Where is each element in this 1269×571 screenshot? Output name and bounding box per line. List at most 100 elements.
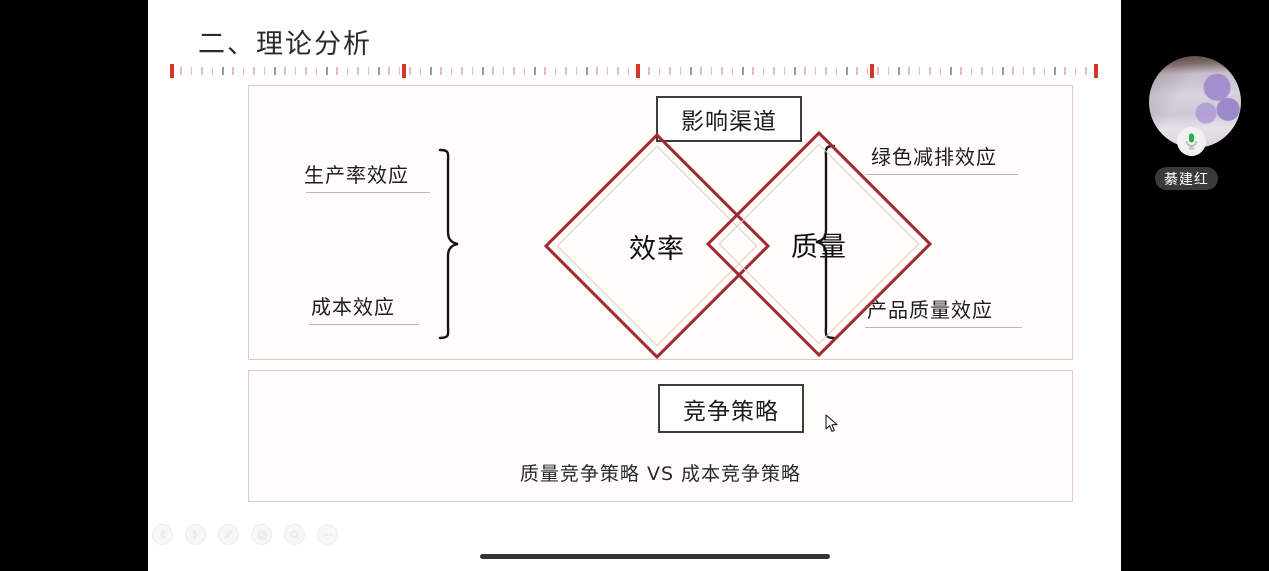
ruler-major-tick — [636, 64, 640, 78]
ruler-tick — [918, 67, 921, 75]
ruler-tick — [523, 67, 526, 75]
ruler-tick — [471, 67, 474, 75]
ruler-tick — [710, 67, 713, 75]
effect-productivity-label: 生产率效应 — [304, 163, 409, 187]
ruler-tick — [1022, 67, 1025, 75]
ruler-tick — [991, 67, 994, 75]
ruler-tick — [950, 67, 952, 75]
ruler-tick — [180, 67, 182, 75]
zoom-search-icon[interactable] — [284, 524, 305, 545]
ruler-tick — [253, 67, 255, 75]
ruler-tick — [814, 67, 817, 75]
ruler-tick — [731, 67, 734, 75]
ruler-tick — [1074, 67, 1077, 75]
ruler-tick — [336, 67, 338, 75]
ruler-tick — [211, 67, 214, 75]
previous-page-icon[interactable] — [152, 524, 173, 545]
ruler-tick — [1033, 67, 1035, 75]
pen-annotate-icon[interactable] — [218, 524, 239, 545]
ruler-tick — [804, 67, 806, 75]
ruler-tick — [970, 67, 973, 75]
effect-cost-underline — [309, 324, 419, 325]
ruler-tick — [877, 67, 879, 75]
ruler-tick — [388, 67, 390, 75]
ruler-tick — [378, 67, 380, 75]
left-curly-brace-icon — [436, 148, 460, 345]
ruler-tick — [1043, 67, 1046, 75]
effect-product-quality-underline — [865, 327, 1022, 328]
ruler-tick — [856, 67, 858, 75]
ruler-tick — [939, 67, 942, 75]
ruler-tick — [513, 67, 515, 75]
ruler-tick — [1085, 67, 1087, 75]
effect-product-quality: 产品质量效应 — [865, 294, 1022, 328]
effect-green-emission-underline — [865, 174, 1018, 175]
ruler-tick — [981, 67, 983, 75]
ruler-tick — [669, 67, 671, 75]
diamond-efficiency: 效率 — [543, 132, 771, 360]
ruler-tick — [794, 67, 796, 75]
competitive-strategy-panel: 竞争策略 质量竞争策略 VS 成本竞争策略 — [248, 370, 1073, 502]
ruler-tick — [284, 67, 286, 75]
ruler-tick — [419, 67, 422, 75]
effect-green-emission-label: 绿色减排效应 — [871, 145, 997, 169]
ruler-tick — [398, 67, 401, 75]
ruler-tick — [835, 67, 838, 75]
ruler-tick — [222, 67, 224, 75]
ruler-tick — [690, 67, 692, 75]
ruler-tick — [929, 67, 931, 75]
ruler-tick — [773, 67, 775, 75]
ruler-major-tick — [170, 64, 174, 78]
ruler-tick — [263, 67, 266, 75]
effect-productivity-underline — [306, 192, 430, 193]
ruler-tick — [534, 67, 536, 75]
ruler-tick — [1002, 67, 1004, 75]
participant-tile[interactable]: 綦建红 — [1121, 50, 1269, 200]
ruler-tick — [346, 67, 349, 75]
ruler-tick — [762, 67, 765, 75]
page-thumbnails-icon[interactable] — [251, 524, 272, 545]
ruler-tick — [960, 67, 962, 75]
participant-name: 綦建红 — [1155, 167, 1218, 190]
video-rail: 綦建红 — [1121, 0, 1269, 571]
ruler-tick — [721, 67, 723, 75]
ruler-tick — [326, 67, 328, 75]
ruler-tick — [554, 67, 557, 75]
competitive-strategy-title: 竞争策略 — [658, 384, 804, 433]
ruler-tick — [1012, 67, 1014, 75]
ruler-tick — [565, 67, 567, 75]
effect-green-emission: 绿色减排效应 — [865, 141, 1018, 175]
microphone-icon — [1185, 133, 1198, 150]
effect-productivity: 生产率效应 — [304, 159, 430, 193]
ruler-tick — [1064, 67, 1066, 75]
ruler-major-tick — [1094, 64, 1098, 78]
ruler-tick — [887, 67, 890, 75]
ruler-tick — [190, 67, 193, 75]
ruler-tick — [409, 67, 411, 75]
ruler-tick — [586, 67, 588, 75]
next-page-icon[interactable] — [185, 524, 206, 545]
participant-mic-badge — [1177, 127, 1206, 156]
influence-channel-panel: 影响渠道 生产率效应 成本效应 — [248, 85, 1073, 360]
ruler-tick — [700, 67, 702, 75]
diamond-efficiency-label: 效率 — [629, 233, 685, 265]
more-options-icon[interactable] — [317, 524, 338, 545]
effect-product-quality-label: 产品质量效应 — [867, 298, 993, 322]
ruler-tick — [898, 67, 900, 75]
ruler-tick — [866, 67, 869, 75]
effect-cost: 成本效应 — [309, 291, 419, 325]
competitive-strategy-subline: 质量竞争策略 VS 成本竞争策略 — [519, 463, 802, 485]
home-indicator — [480, 554, 830, 559]
ruler-tick — [544, 67, 546, 75]
ruler-tick — [825, 67, 827, 75]
ruler-tick — [367, 67, 370, 75]
ruler-tick — [606, 67, 609, 75]
ruler-tick — [575, 67, 578, 75]
ruler-major-tick — [402, 64, 406, 78]
effect-cost-label: 成本效应 — [311, 295, 395, 319]
ruler-tick — [783, 67, 786, 75]
slide-surface[interactable]: 二、理论分析 影响渠道 生产率效应 — [148, 0, 1121, 571]
ruler-tick — [357, 67, 359, 75]
viewer-toolbar — [152, 524, 338, 545]
